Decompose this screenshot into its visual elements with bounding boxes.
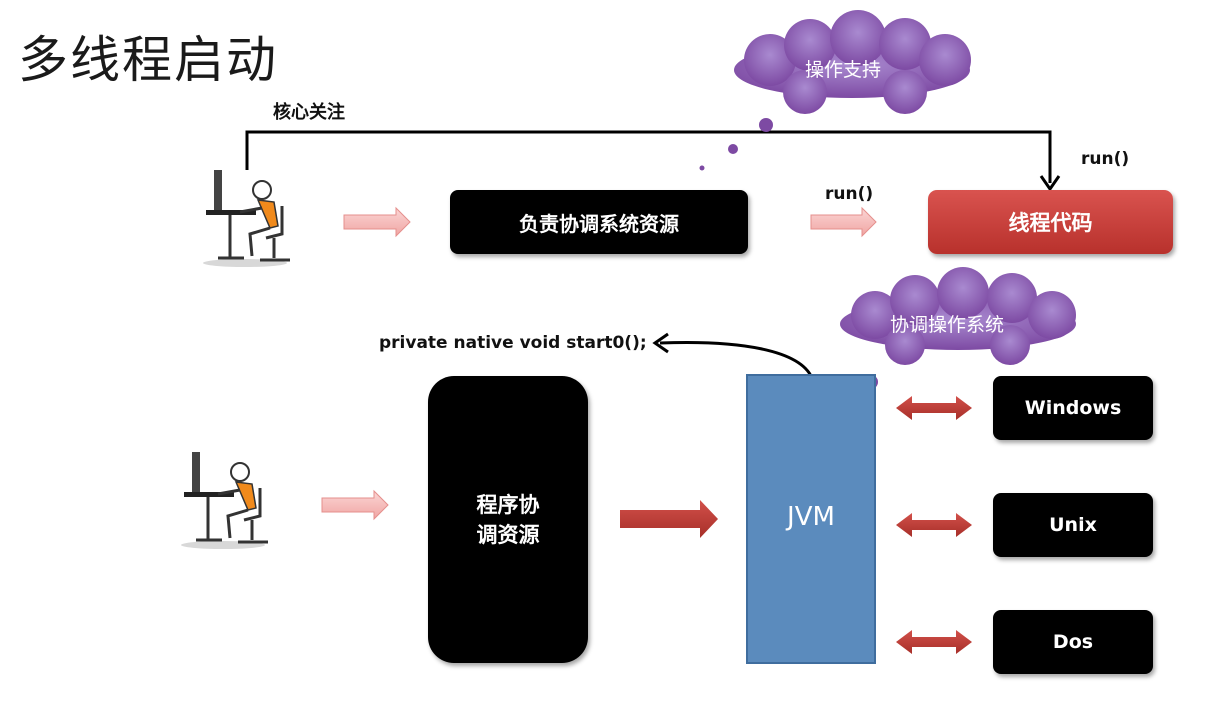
os-dos-box: Dos [993,610,1153,674]
jvm-label: JVM [787,502,835,532]
developer-icon-top [203,170,290,267]
native-call-arrow [659,341,814,379]
os-unix-box: Unix [993,493,1153,557]
focus-bracket-arrow [245,130,1061,192]
arrow-person-to-program [321,489,389,521]
arrow-coordinate-to-thread [810,206,877,238]
program-box-line1: 程序协 [476,492,540,517]
support-cloud [699,10,971,171]
coordinate-resources-box: 负责协调系统资源 [450,190,748,254]
thread-code-box: 线程代码 [928,190,1173,254]
coordinate-resources-label: 负责协调系统资源 [519,211,679,236]
run-label-right: run() [1081,149,1130,169]
os-unix-label: Unix [1049,514,1097,536]
focus-label: 核心关注 [273,102,345,123]
run-label-mid: run() [825,184,874,204]
jvm-box: JVM [746,374,876,664]
os-windows-label: Windows [1024,397,1122,419]
developer-icon-bottom [181,452,268,549]
coordinate-os-cloud-label: 协调操作系统 [890,314,1005,336]
program-resources-box: 程序协 调资源 [428,376,588,663]
arrow-program-to-jvm [620,500,718,538]
support-cloud-label: 操作支持 [805,59,882,81]
double-arrow-unix [896,513,972,537]
double-arrow-dos [896,630,972,654]
page-title: 多线程启动 [18,31,278,89]
coordinate-os-cloud [805,267,1076,427]
arrow-person-to-coordinate [343,206,411,238]
os-dos-label: Dos [1052,631,1094,653]
os-windows-box: Windows [993,376,1153,440]
double-arrow-windows [896,396,972,420]
native-method-label: private native void start0(); [379,333,647,353]
thread-code-label: 线程代码 [1008,211,1093,235]
program-box-line2: 调资源 [476,522,540,547]
